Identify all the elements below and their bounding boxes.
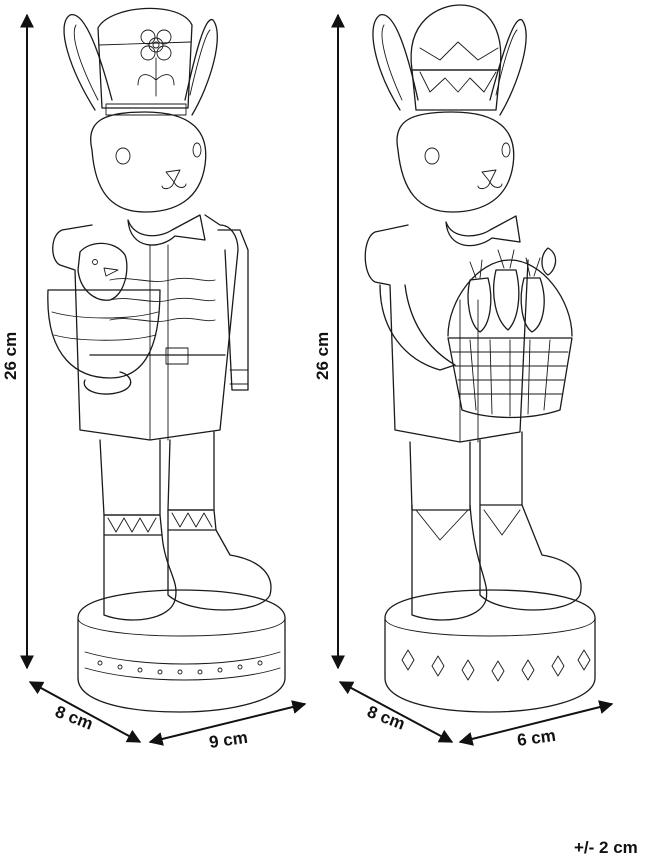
figure-1-dimensions: 26 cm 8 cm 9 cm [1,13,307,752]
depth-arrow-2 [338,681,454,743]
width-arrow-1 [148,700,307,746]
depth-arrow-1 [28,681,142,743]
chick-egg [47,242,161,395]
carrot-basket [447,247,573,419]
width-label-1: 9 cm [208,728,249,752]
depth-label-1: 8 cm [53,702,96,734]
tolerance-note: +/- 2 cm [574,838,638,857]
figure-1-bunny-chick [47,7,286,713]
figure-2-bunny-carrots [364,4,596,713]
height-label-1: 26 cm [1,332,20,380]
width-arrow-2 [458,700,614,746]
figure-2-dimensions: 26 cm 8 cm 6 cm [313,13,614,750]
flower-icon [137,29,175,97]
width-label-2: 6 cm [516,726,557,750]
height-label-2: 26 cm [313,332,332,380]
depth-label-2: 8 cm [365,702,408,734]
